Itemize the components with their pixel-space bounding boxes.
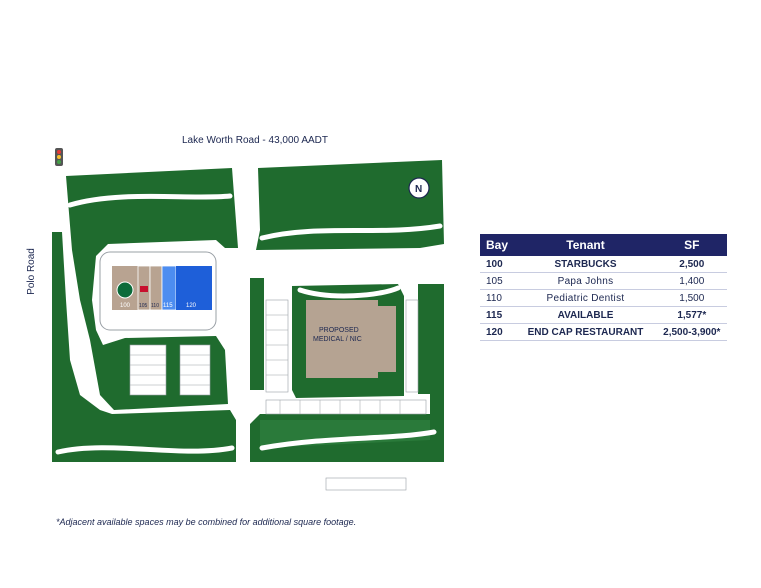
- driveways: [55, 173, 443, 455]
- bay-label-110: 110: [151, 303, 159, 309]
- building-label-line1: PROPOSED: [319, 327, 359, 334]
- footnote: *Adjacent available spaces may be combin…: [56, 517, 357, 527]
- sf-cell: 1,577*: [656, 306, 727, 324]
- bay-label-105: 105: [139, 303, 148, 309]
- retail-building: 100 105 110 115 120: [112, 265, 212, 311]
- tenant-cell: STARBUCKS: [514, 256, 657, 273]
- sf-cell: 1,500: [656, 289, 727, 307]
- north-arrow-icon: N: [408, 177, 430, 199]
- header-sf: SF: [656, 234, 727, 256]
- bay-label-100: 100: [120, 303, 131, 309]
- table-row: 100 STARBUCKS 2,500: [480, 256, 727, 273]
- sf-cell: 2,500: [656, 256, 727, 273]
- traffic-light-icon: [55, 148, 63, 166]
- table-header-row: Bay Tenant SF: [480, 234, 727, 256]
- bay-label-120: 120: [186, 303, 197, 309]
- bay-cell: 105: [480, 272, 515, 290]
- header-tenant: Tenant: [514, 234, 657, 256]
- parking-lots: [129, 299, 427, 491]
- bay-cell: 115: [480, 306, 515, 324]
- bay-cell: 100: [480, 256, 515, 273]
- bay-label-115: 115: [163, 303, 173, 309]
- tenant-cell: Papa Johns: [514, 272, 657, 290]
- proposed-building: [306, 300, 396, 378]
- parking-stripes: [130, 314, 401, 414]
- table-row: 120 END CAP RESTAURANT 2,500-3,900*: [480, 323, 727, 341]
- bay-cell: 110: [480, 289, 515, 307]
- north-label: N: [415, 184, 422, 195]
- table-row: 110 Pediatric Dentist 1,500: [480, 289, 727, 307]
- header-bay: Bay: [480, 234, 515, 256]
- tenant-table: Bay Tenant SF 100 STARBUCKS 2,500 105 Pa…: [480, 234, 727, 341]
- bay-cell: 120: [480, 323, 515, 341]
- sf-cell: 2,500-3,900*: [656, 323, 727, 341]
- tenant-cell: AVAILABLE: [514, 306, 657, 324]
- bay-120: [176, 266, 212, 310]
- starbucks-logo-icon: [116, 281, 134, 299]
- tenant-cell: Pediatric Dentist: [514, 289, 657, 307]
- sf-cell: 1,400: [656, 272, 727, 290]
- building-label-line2: MEDICAL / NIC: [313, 336, 362, 343]
- papa-johns-logo-icon: [140, 286, 148, 292]
- table-row: 105 Papa Johns 1,400: [480, 272, 727, 290]
- polo-road-label: Polo Road: [25, 248, 37, 295]
- tenant-cell: END CAP RESTAURANT: [514, 323, 657, 341]
- lake-worth-road-label: Lake Worth Road - 43,000 AADT: [182, 135, 329, 146]
- table-row: 115 AVAILABLE 1,577*: [480, 306, 727, 324]
